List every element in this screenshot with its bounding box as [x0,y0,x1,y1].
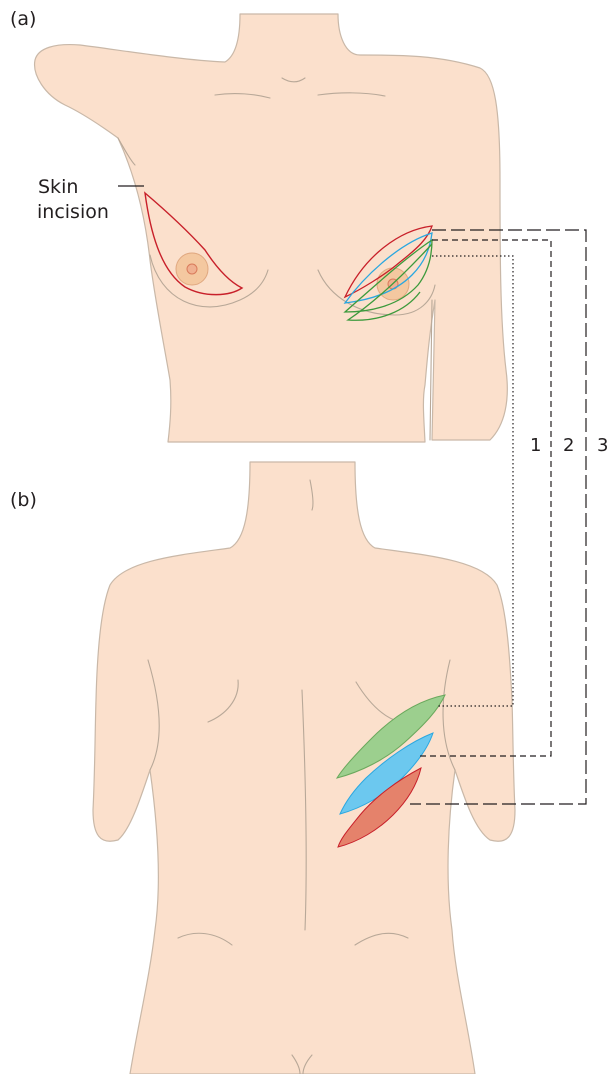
front-torso [35,14,508,442]
skin-incision-label-line2: incision [37,201,109,223]
back-torso [93,462,515,1074]
skin-incision-label-line1: Skin [38,176,78,198]
left-nipple [187,264,197,274]
flap-number-2: 2 [563,435,574,456]
panel-a-label: (a) [10,8,36,30]
panel-b-label: (b) [10,489,37,511]
flap-number-3: 3 [597,435,608,456]
flap-number-1: 1 [530,435,541,456]
